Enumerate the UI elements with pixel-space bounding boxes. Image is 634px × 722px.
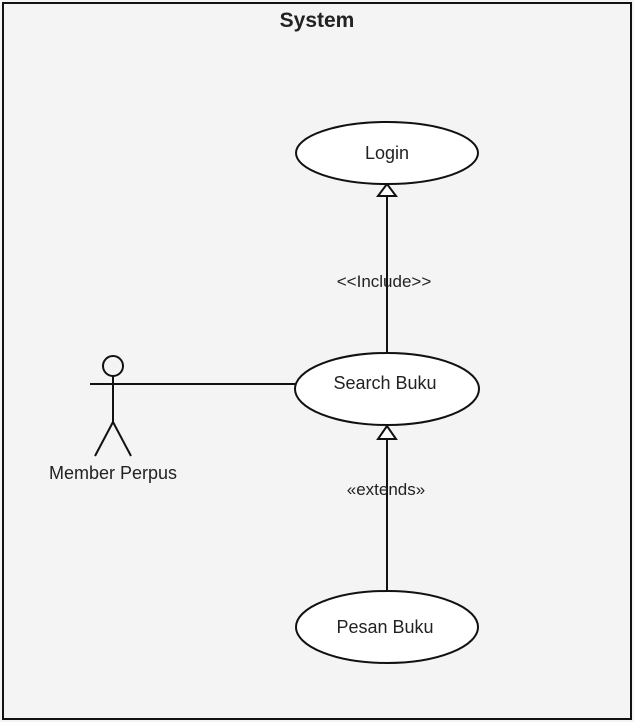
use-case-login-label: Login: [365, 143, 409, 163]
include-label: <<Include>>: [337, 272, 432, 291]
use-case-pesan-buku-ellipse: [295, 590, 479, 664]
use-case-login[interactable]: Login: [295, 121, 479, 185]
actor-left-leg: [94, 421, 114, 457]
system-title: System: [280, 9, 355, 32]
use-case-search-buku-label: Search Buku: [333, 373, 436, 393]
actor-head: [102, 355, 124, 377]
use-case-pesan-buku[interactable]: Pesan Buku: [295, 590, 479, 664]
include-arrowhead: [376, 182, 398, 197]
extends-arrowhead: [376, 424, 398, 440]
actor-right-leg: [112, 421, 132, 457]
extends-label: «extends»: [347, 480, 425, 499]
use-case-pesan-buku-label: Pesan Buku: [336, 617, 433, 637]
use-case-login-ellipse: [295, 121, 479, 185]
actor-label: Member Perpus: [49, 463, 177, 483]
actor-member-perpus[interactable]: [90, 355, 136, 457]
use-case-search-buku[interactable]: Search Buku: [294, 352, 480, 426]
use-case-search-buku-ellipse: [294, 352, 480, 426]
